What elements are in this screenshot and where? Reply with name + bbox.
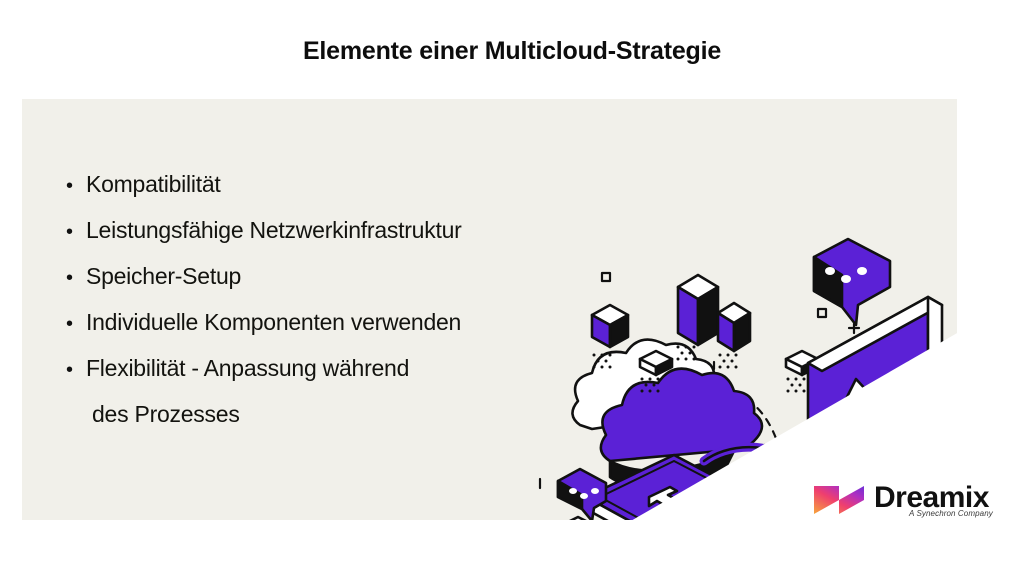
dreamix-logo: Dreamix A Synechron Company: [812, 481, 1008, 525]
list-item-continuation: des Prozesses: [66, 401, 626, 447]
list-item: • Flexibilität - Anpassung während: [66, 355, 626, 401]
list-item-label: Kompatibilität: [86, 171, 221, 197]
dreamix-wordmark: Dreamix: [874, 481, 989, 514]
bullet-marker-icon: •: [66, 359, 74, 381]
content-card: • Kompatibilität • Leistungsfähige Netzw…: [22, 99, 957, 520]
list-item-label: Leistungsfähige Netzwerkinfrastruktur: [86, 217, 462, 243]
bullet-marker-icon: •: [66, 313, 74, 335]
list-item: • Leistungsfähige Netzwerkinfrastruktur: [66, 217, 626, 263]
bullet-marker-icon: •: [66, 267, 74, 289]
list-item: • Kompatibilität: [66, 171, 626, 217]
bullet-marker-icon: •: [66, 175, 74, 197]
list-item-continuation-label: des Prozesses: [92, 401, 240, 427]
dreamix-logo-mark-icon: [812, 483, 866, 517]
chat-bubble: [556, 467, 608, 520]
bullet-list: • Kompatibilität • Leistungsfähige Netzw…: [66, 171, 626, 447]
list-item: • Individuelle Komponenten verwenden: [66, 309, 626, 355]
dreamix-tagline: A Synechron Company: [909, 509, 993, 518]
list-item: • Speicher-Setup: [66, 263, 626, 309]
server-cubes-top: [676, 273, 752, 353]
list-item-label: Flexibilität - Anpassung während: [86, 355, 410, 381]
disc-small-left: [569, 515, 587, 520]
chat-bubble-monitor: [812, 237, 892, 327]
disc-1: [638, 349, 674, 377]
page-title: Elemente einer Multicloud-Strategie: [302, 37, 722, 65]
list-item-label: Speicher-Setup: [86, 263, 242, 289]
data-cube-1: [590, 303, 630, 349]
bullet-marker-icon: •: [66, 221, 74, 243]
list-item-label: Individuelle Komponenten verwenden: [86, 309, 462, 335]
